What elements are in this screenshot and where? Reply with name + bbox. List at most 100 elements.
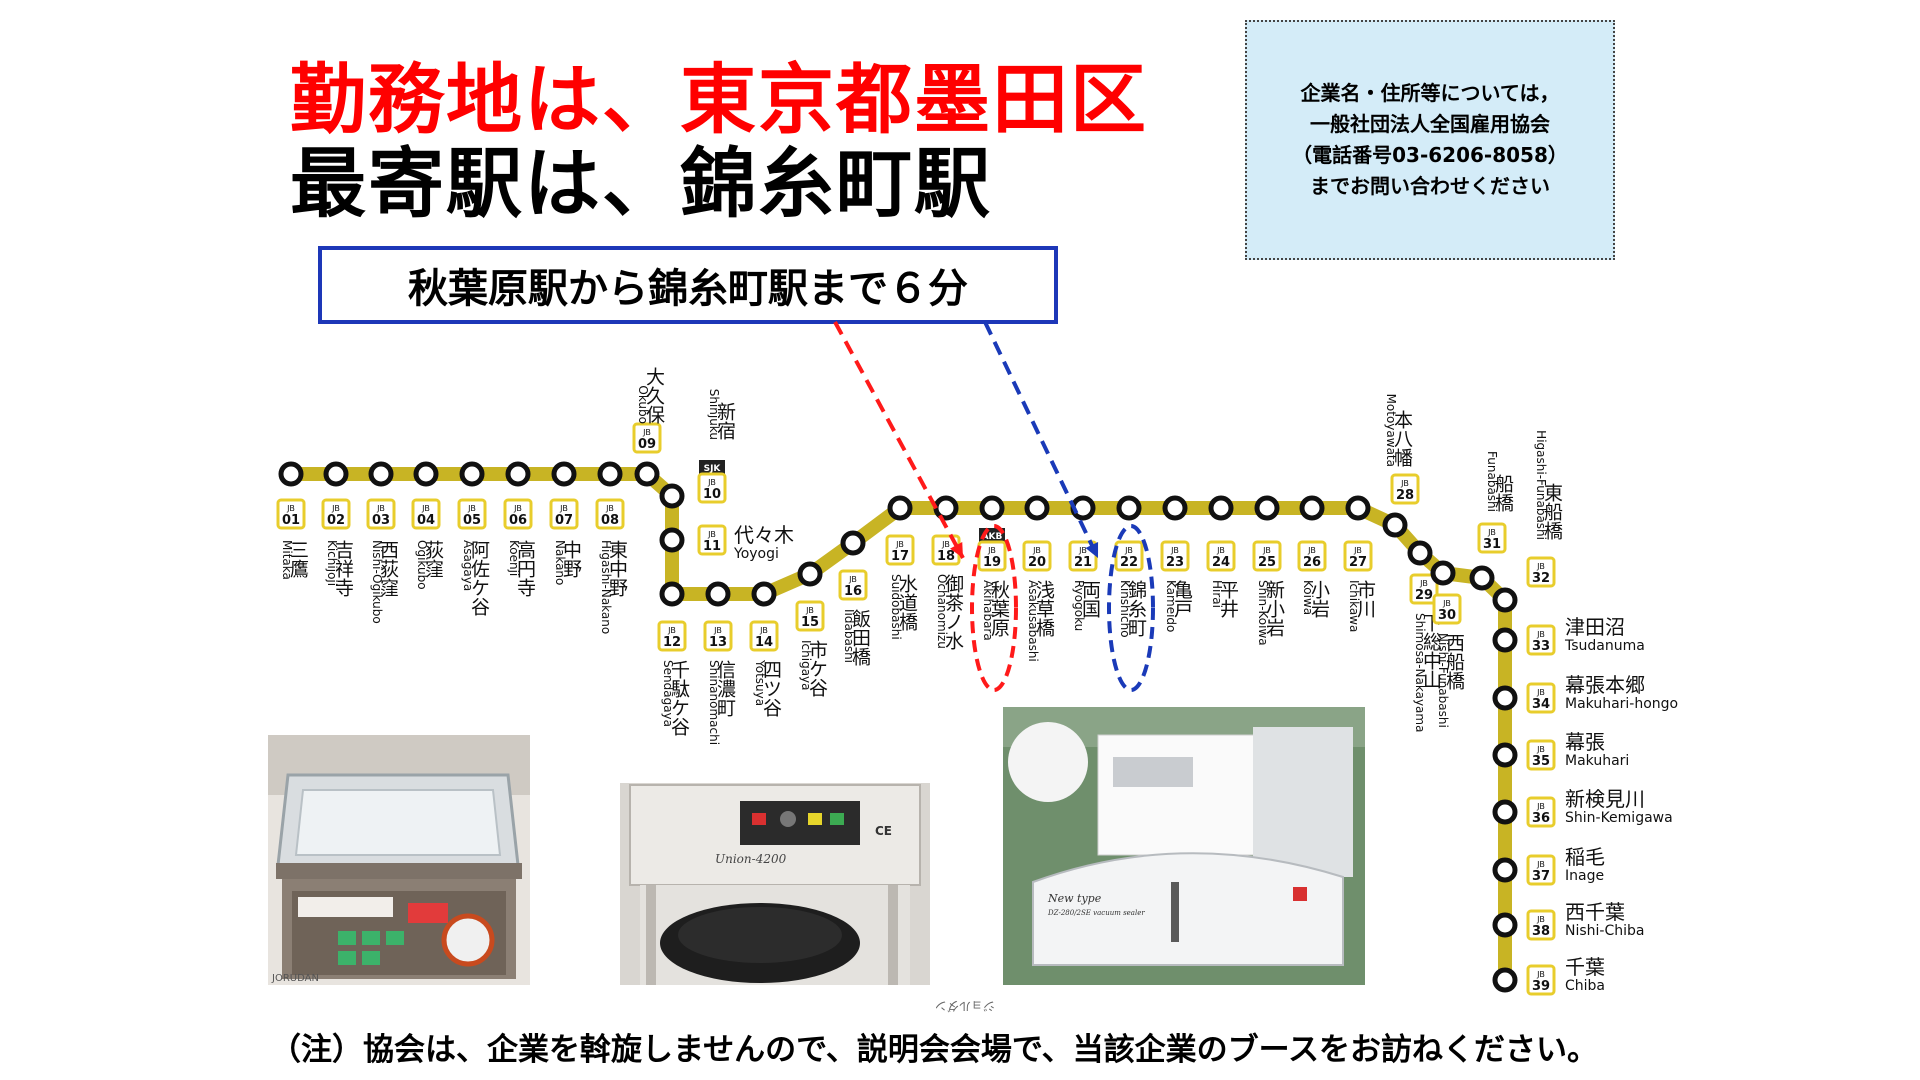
station-number: 05 (463, 513, 481, 528)
line-prefix: JB (642, 428, 651, 437)
station-name-ja: 千葉 (1565, 955, 1605, 979)
station-name-en: Asakusabashi (1026, 580, 1040, 662)
station-badge-box (1526, 624, 1556, 656)
station-dot (979, 495, 1005, 521)
station-number: 35 (1532, 754, 1550, 769)
station-badge-box (549, 498, 579, 530)
line-prefix: JB (1487, 528, 1496, 537)
station-dot (659, 527, 685, 553)
photo-credit: JORUDAN (271, 973, 319, 984)
station-name-ja: 代々木 (734, 523, 794, 547)
station-number: 24 (1212, 555, 1230, 570)
station-badge-box (1432, 593, 1462, 625)
station-badge-box (1160, 540, 1190, 572)
line-prefix: JB (1419, 579, 1428, 588)
line-prefix: JB (987, 546, 996, 555)
station-badge-box (457, 498, 487, 530)
station-name-en: Makuhari (1565, 753, 1629, 769)
station-dot (1345, 495, 1371, 521)
line-prefix: JB (421, 504, 430, 513)
station-dot (1469, 565, 1495, 591)
station-name-en: Nishi-Ogikubo (370, 540, 384, 624)
station-name-en: Okubo (636, 385, 650, 424)
station-dot (1492, 857, 1518, 883)
title-line-2: 最寄駅は、錦糸町駅 (290, 139, 992, 228)
station-name-ja: 水道橋 (896, 574, 918, 632)
station-dot (1492, 742, 1518, 768)
station-dot (659, 483, 685, 509)
line-prefix: JB (1536, 688, 1545, 697)
station-name-en: Ryogoku (1072, 580, 1086, 631)
station-name-en: Shinanomachi (707, 660, 721, 745)
station-badge-box (1526, 854, 1556, 886)
station-name-en: Yotsuya (753, 659, 767, 706)
station-badge-box (1526, 909, 1556, 941)
station-number: 04 (417, 513, 435, 528)
station-number: 34 (1532, 697, 1550, 712)
station-name-en: Yoyogi (733, 546, 779, 562)
station-badge-box (1526, 739, 1556, 771)
station-number: 29 (1415, 588, 1433, 603)
station-badge-box (411, 498, 441, 530)
station-name-ja: 東船橋 (1541, 483, 1563, 541)
station-name-ja: 千駄ケ谷 (668, 660, 690, 736)
station-name-ja: 御茶ノ水 (942, 574, 964, 650)
vacuum-sealer-photo: New type DZ-280/2SE vacuum sealer (1003, 707, 1365, 985)
station-name-en: Nakano (553, 540, 567, 585)
station-badge-box (276, 498, 306, 530)
station-name-ja: 幕張 (1565, 730, 1605, 754)
line-prefix: JB (331, 504, 340, 513)
station-number: 20 (1028, 555, 1046, 570)
station-name-en: Tsudanuma (1564, 638, 1645, 654)
station-badge-box (885, 534, 915, 566)
line-prefix: JB (605, 504, 614, 513)
station-name-ja: 四ツ谷 (760, 660, 782, 717)
station-number: 10 (703, 487, 721, 502)
vacuum-chamber-photo: JORUDAN (268, 735, 530, 985)
station-number: 32 (1532, 571, 1550, 586)
station-dot (1208, 495, 1234, 521)
footnote: （注）協会は、企業を斡旋しませんので、説明会会場で、当該企業のブースをお訪ねくだ… (270, 1032, 1599, 1068)
arrow-layer (833, 321, 1155, 692)
station-name-ja: 下総中山 (1420, 613, 1442, 689)
station-number: 21 (1074, 555, 1092, 570)
travel-time-box: 秋葉原駅から錦糸町駅まで６分 (318, 246, 1058, 324)
station-name-ja: 新小岩 (1263, 580, 1285, 637)
line-prefix: JB (713, 626, 722, 635)
station-dot (1492, 587, 1518, 613)
station-dot (278, 461, 304, 487)
station-name-en: Ochanomizu (935, 574, 949, 649)
station-number: 30 (1438, 608, 1456, 623)
station-badge-box (838, 569, 868, 601)
station-dot (597, 461, 623, 487)
station-dot (413, 461, 439, 487)
station-badge-box (321, 498, 351, 530)
line-prefix: JB (805, 606, 814, 615)
station-name-ja: 高円寺 (514, 540, 536, 597)
station-name-en: Nishi-Funabashi (1436, 633, 1450, 728)
line-prefix: JB (941, 540, 950, 549)
station-name-en: Ogikubo (415, 540, 429, 590)
station-layer: JB01三鷹MitakaJB02吉祥寺KichijojiJB03西荻窪Nishi… (276, 367, 1678, 996)
station-number: 28 (1396, 488, 1414, 503)
